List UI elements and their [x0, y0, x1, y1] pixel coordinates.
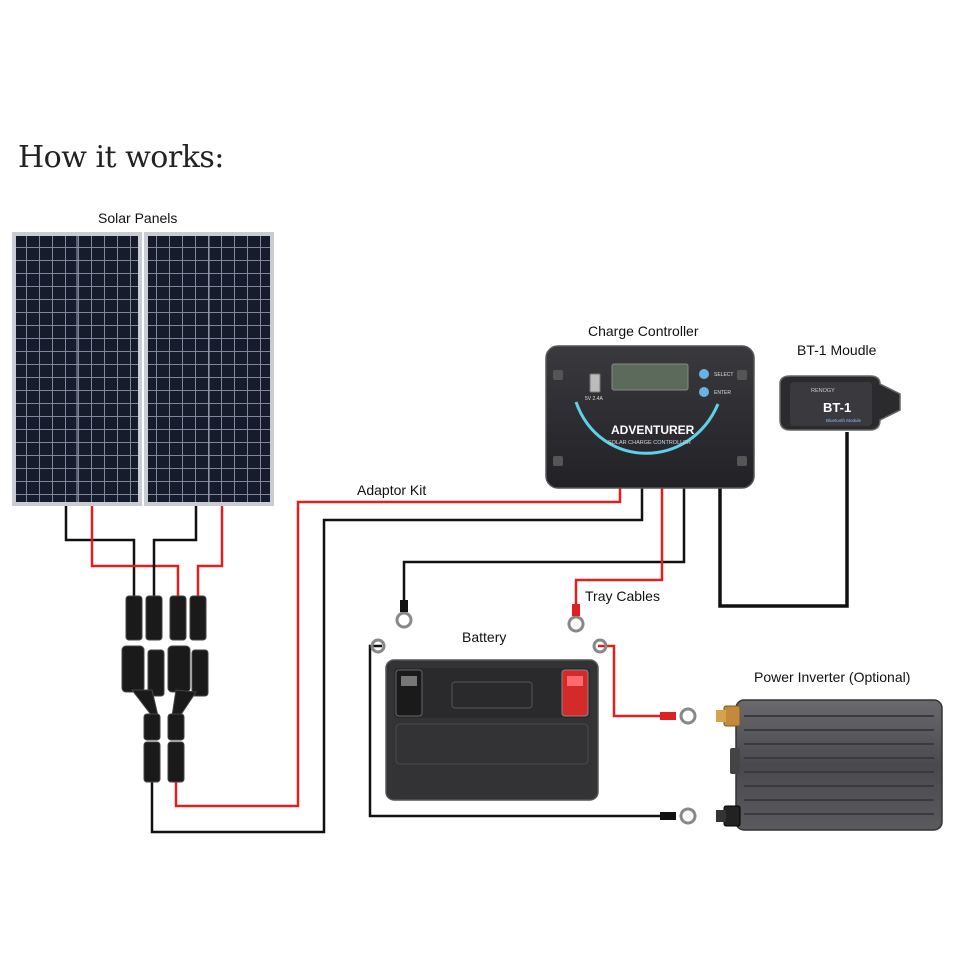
- tray-negative-wire: [402, 486, 686, 602]
- controller-subtitle: SOLAR CHARGE CONTROLLER: [608, 440, 691, 446]
- usb-label: 5V 2.4A: [585, 396, 603, 402]
- lcd-display: [611, 363, 689, 391]
- label-power-inverter: Power Inverter (Optional): [754, 669, 911, 685]
- bt-model: BT-1: [823, 400, 851, 415]
- mc4-connectors: [121, 595, 209, 783]
- panel1-positive-wire: [90, 506, 180, 596]
- solar-panels: [12, 232, 274, 506]
- label-charge-controller: Charge Controller: [588, 323, 699, 339]
- adaptor-positive-wire: [174, 486, 622, 808]
- power-inverter: [716, 699, 943, 831]
- usb-port: [589, 373, 601, 393]
- label-solar-panels: Solar Panels: [98, 210, 178, 226]
- panel1-negative-wire: [64, 506, 136, 596]
- panel2-negative-wire: [152, 506, 198, 596]
- enter-button: [699, 387, 709, 397]
- label-bt-module: BT-1 Moudle: [797, 342, 877, 358]
- battery-neg-ring: [395, 611, 413, 629]
- select-button: [699, 369, 709, 379]
- inverter-pos-ring: [679, 707, 697, 725]
- select-label: SELECT: [714, 372, 733, 378]
- ring-terminals: [370, 600, 697, 825]
- bt-caption: Bluetooth Module: [826, 418, 862, 423]
- page-heading: How it works:: [18, 140, 224, 175]
- bt-brand: RENOGY: [811, 388, 835, 394]
- label-battery: Battery: [462, 629, 507, 645]
- enter-label: ENTER: [714, 390, 731, 396]
- charge-controller: 5V 2.4A SELECT ENTER ADVENTURER SOLAR CH…: [545, 345, 755, 489]
- inverter-positive-wire: [598, 644, 660, 718]
- battery-pos-ring: [567, 615, 585, 633]
- bt1-module: RENOGY BT-1 Bluetooth Module: [779, 375, 901, 431]
- inverter-negative-wire: [368, 644, 660, 818]
- panel2-positive-wire: [196, 506, 224, 596]
- bt-cable: [718, 432, 849, 608]
- label-adaptor-kit: Adaptor Kit: [357, 482, 427, 498]
- adaptor-negative-wire: [150, 486, 644, 834]
- tray-positive-wire: [574, 486, 664, 604]
- inverter-neg-ring: [679, 807, 697, 825]
- label-tray-cables: Tray Cables: [585, 588, 660, 604]
- controller-swoosh: [574, 401, 720, 455]
- controller-brand: ADVENTURER: [611, 423, 695, 437]
- battery-unit: [385, 659, 599, 801]
